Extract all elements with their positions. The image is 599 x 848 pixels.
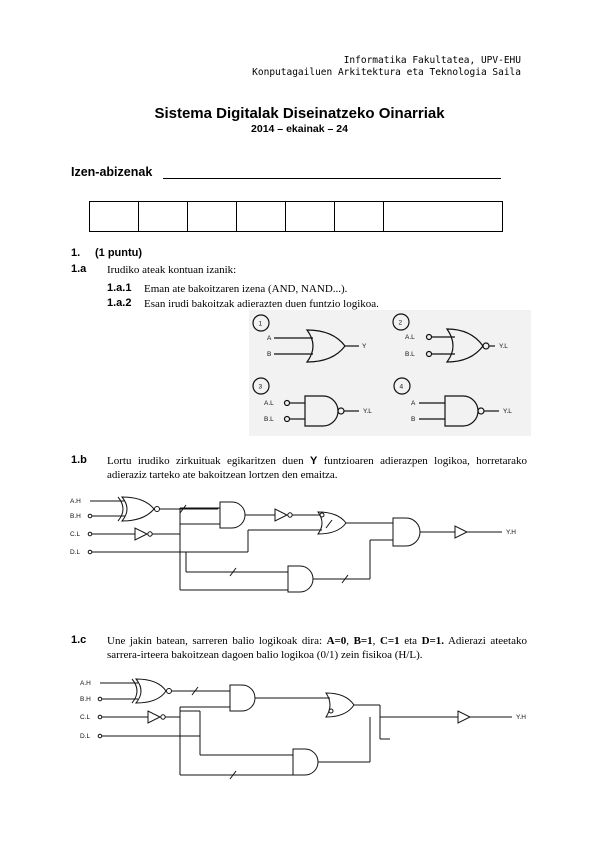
gate-number-circle <box>393 377 411 395</box>
page-title: Sistema Digitalak Diseinatzeko Oinarriak <box>154 105 445 122</box>
gate-number: 3 <box>259 384 263 391</box>
xor-gate-symbol <box>134 678 167 704</box>
bus-slash <box>229 770 237 780</box>
section-1c-label: 1.c <box>71 634 87 646</box>
xor-back-arc <box>131 678 138 704</box>
negation-bubble <box>154 506 160 512</box>
grade-cell[interactable] <box>89 201 139 232</box>
buffer-symbol <box>454 525 469 539</box>
bus-slash <box>191 686 199 696</box>
input-d-label: D.L <box>80 733 91 740</box>
grade-cell[interactable] <box>138 201 188 232</box>
bus-slash <box>325 519 333 529</box>
output-label: Y <box>362 343 367 350</box>
input-label: A <box>267 335 272 342</box>
bus-slash <box>341 574 349 584</box>
bus-slash <box>179 504 187 514</box>
name-underline[interactable] <box>163 178 501 179</box>
department-line: Konputagailuen Arkitektura eta Teknologi… <box>252 67 521 78</box>
section-1b-label: 1.b <box>71 454 87 466</box>
and-gate-symbol <box>229 684 256 712</box>
input-label: B <box>411 416 415 423</box>
grade-cell[interactable] <box>187 201 237 232</box>
gate-number: 1 <box>259 321 263 328</box>
and-gate-symbol <box>219 501 246 529</box>
question-number: 1. <box>71 247 81 259</box>
buffer-symbol <box>457 710 472 724</box>
or-gate-symbol <box>445 328 484 363</box>
figure-background <box>249 310 531 436</box>
xor-gate-symbol <box>120 496 155 522</box>
grade-total-cell[interactable] <box>383 201 503 232</box>
output-label: Y.H <box>506 529 516 536</box>
input-c-label: C.L <box>70 531 81 538</box>
question-points: (1 puntu) <box>95 247 143 259</box>
section-1a-text: Irudiko ateak kontuan izanik: <box>107 264 237 276</box>
gate-number: 2 <box>399 320 403 327</box>
gate-number-circle <box>252 314 270 332</box>
and-gate-symbol <box>292 748 319 776</box>
grade-cell[interactable] <box>285 201 335 232</box>
gate-number-circle <box>252 377 270 395</box>
or-gate-symbol <box>325 692 355 718</box>
input-label: B.L <box>405 351 415 358</box>
section-1b-text: Lortu irudiko zirkuituak egikaritzen due… <box>107 455 527 481</box>
gate-number-circle <box>392 313 410 331</box>
section-1a-label: 1.a <box>71 263 87 275</box>
circuit-1b: A.H B.H C.L D.L Y.H <box>70 496 516 593</box>
exam-date: 2014 – ekainak – 24 <box>251 123 348 135</box>
output-label: Y.L <box>503 408 512 415</box>
faculty-line: Informatika Fakultatea, UPV-EHU <box>343 55 521 66</box>
input-b-label: B.H <box>80 696 91 703</box>
negation-bubble <box>166 688 172 694</box>
input-b-label: B.H <box>70 513 81 520</box>
section-1a2-label: 1.a.2 <box>107 297 132 309</box>
section-1a2-text: Esan irudi bakoitzak adierazten duen fun… <box>144 298 379 310</box>
output-label: Y.L <box>499 343 508 350</box>
buffer-symbol <box>147 710 162 724</box>
circuit-1c: A.H B.H C.L D.L Y.H <box>80 678 526 780</box>
grade-grid <box>89 201 503 232</box>
gate-number: 4 <box>400 384 404 391</box>
bus-slash <box>229 567 237 577</box>
section-1a1-text: Eman ate bakoitzaren izena (AND, NAND...… <box>144 283 348 295</box>
inverter-symbol <box>274 508 289 522</box>
input-a-label: A.H <box>70 498 81 505</box>
section-1c-text: Une jakin batean, sarreren balio logikoa… <box>107 635 527 661</box>
input-label: A.L <box>264 400 274 407</box>
or-gate-symbol <box>317 511 347 535</box>
input-label: A <box>411 400 416 407</box>
and-gate-symbol <box>392 517 421 547</box>
output-label: Y.L <box>363 408 372 415</box>
output-label: Y.H <box>516 714 526 721</box>
and-gate-symbol <box>287 565 314 593</box>
grade-cell[interactable] <box>236 201 286 232</box>
gates-figure: 1 A B Y 2 A.L B.L Y.L 3 A.L B.L Y.L 4 A … <box>249 310 531 436</box>
xor-back-arc <box>117 496 124 522</box>
input-d-label: D.L <box>70 549 81 556</box>
input-a-label: A.H <box>80 680 91 687</box>
input-c-label: C.L <box>80 714 91 721</box>
or-gate-symbol <box>305 329 346 363</box>
name-label: Izen-abizenak <box>71 165 153 179</box>
grade-cell[interactable] <box>334 201 384 232</box>
input-label: A.L <box>405 334 415 341</box>
input-label: B.L <box>264 416 274 423</box>
input-label: B <box>267 351 271 358</box>
buffer-symbol <box>134 527 149 541</box>
section-1a1-label: 1.a.1 <box>107 282 132 294</box>
